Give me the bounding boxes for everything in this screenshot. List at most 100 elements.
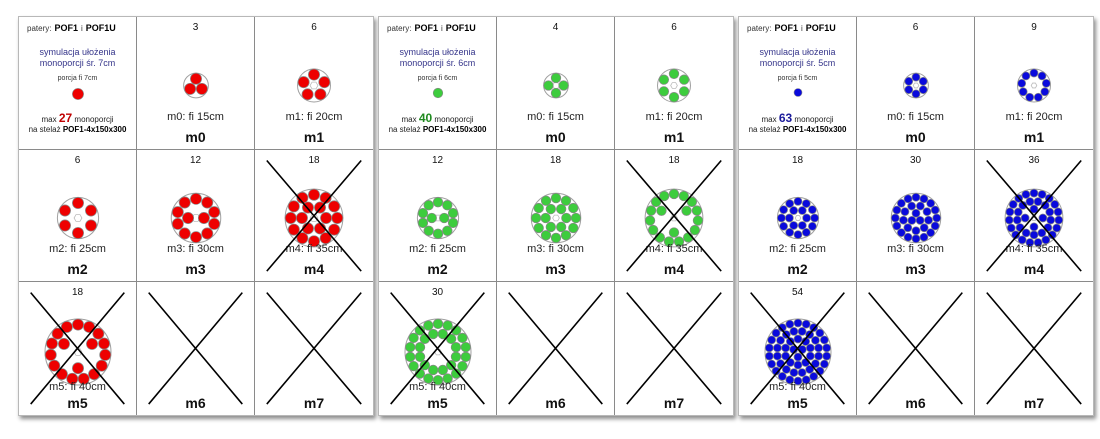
portion-circle bbox=[1050, 199, 1060, 209]
portion-circle bbox=[930, 221, 940, 230]
plate-pack bbox=[902, 72, 929, 98]
layout-code: m5 bbox=[787, 395, 808, 411]
portion-circle bbox=[432, 196, 443, 207]
portion-circle bbox=[896, 227, 906, 237]
layout-code: m6 bbox=[905, 395, 926, 411]
portion-circle bbox=[805, 351, 815, 361]
portion-circle bbox=[1029, 222, 1039, 231]
portion-circle bbox=[692, 215, 704, 226]
portion-circle bbox=[308, 234, 320, 247]
portion-circle bbox=[71, 318, 84, 331]
portion-circle bbox=[84, 219, 97, 232]
portion-circle bbox=[1052, 223, 1062, 232]
portion-circle bbox=[65, 373, 78, 386]
portion-circle bbox=[903, 84, 913, 94]
portion-circle bbox=[931, 213, 941, 223]
portion-circle bbox=[784, 375, 794, 385]
patery-label: patery: bbox=[27, 24, 52, 33]
portion-circle bbox=[318, 75, 331, 88]
portion-circle bbox=[903, 76, 913, 86]
portion-circle bbox=[207, 205, 220, 218]
portion-circle bbox=[540, 195, 551, 206]
plate-pack bbox=[657, 68, 691, 102]
portion-circle bbox=[542, 79, 554, 91]
portion-circle bbox=[550, 72, 561, 83]
portion-circle bbox=[678, 190, 689, 201]
portion-circle bbox=[423, 225, 434, 236]
portion-circle bbox=[178, 227, 191, 240]
portion-circle bbox=[295, 211, 308, 224]
portion-circle bbox=[414, 342, 425, 353]
portion-circle bbox=[793, 229, 802, 239]
portion-circle bbox=[447, 217, 458, 228]
portion-circle bbox=[781, 365, 791, 375]
max-line: max 40 monoporcji bbox=[379, 111, 496, 125]
cross-line bbox=[987, 160, 1081, 271]
portion-circle bbox=[82, 321, 95, 334]
portion-count: 6 bbox=[912, 22, 919, 33]
portion-circle bbox=[902, 223, 912, 232]
portion-circle bbox=[644, 215, 656, 226]
portion-count: 18 bbox=[668, 154, 680, 166]
portion-circle bbox=[456, 333, 468, 344]
layout-code: m2 bbox=[427, 261, 448, 278]
max-line: max 63 monoporcji bbox=[739, 111, 856, 125]
portion-circle bbox=[1013, 207, 1023, 217]
layout-code: m4 bbox=[303, 261, 325, 278]
portion-count: 6 bbox=[74, 154, 81, 166]
portion-circle bbox=[422, 373, 434, 384]
portion-circle bbox=[539, 212, 551, 223]
portion-sample bbox=[793, 88, 802, 97]
size-label: m2: fi 25cm bbox=[409, 243, 466, 256]
portion-circle bbox=[545, 203, 556, 214]
portion-circle bbox=[668, 226, 680, 238]
portion-circle bbox=[407, 333, 419, 344]
layout-cell-m7: m7 bbox=[255, 282, 373, 415]
cross-mark bbox=[497, 282, 614, 415]
portion-count: 18 bbox=[791, 154, 804, 166]
portion-sample bbox=[432, 87, 443, 99]
portion-circle bbox=[896, 198, 906, 208]
size-label: m0: fi 15cm bbox=[167, 110, 224, 123]
portion-circle bbox=[793, 352, 802, 362]
cross-mark bbox=[975, 150, 1093, 282]
portion-circle bbox=[550, 232, 561, 243]
portion-circle bbox=[1041, 78, 1051, 88]
portion-circle bbox=[71, 362, 84, 375]
portion-circle bbox=[1038, 213, 1048, 223]
cross-mark bbox=[739, 282, 856, 415]
portion-circle bbox=[98, 349, 111, 362]
patery-sep: i bbox=[440, 24, 443, 33]
portion-circle bbox=[441, 320, 453, 331]
portion-circle bbox=[95, 360, 108, 372]
simulation-line2: monoporcji śr. 7cm bbox=[39, 58, 116, 68]
portion-circle bbox=[1017, 78, 1027, 88]
cross-line bbox=[391, 293, 485, 404]
portion-circle bbox=[906, 201, 916, 211]
portion-circle bbox=[686, 196, 698, 207]
portion-circle bbox=[181, 211, 194, 224]
size-label: m1: fi 20cm bbox=[285, 110, 343, 123]
cross-mark bbox=[379, 282, 496, 415]
portion-circle bbox=[659, 190, 670, 201]
portion-circle bbox=[441, 199, 452, 211]
portion-circle bbox=[766, 335, 776, 345]
max-line: max 27 monoporcji bbox=[19, 111, 136, 125]
cross-line bbox=[509, 293, 603, 404]
portion-count: 30 bbox=[909, 154, 922, 166]
portion-circle bbox=[922, 206, 931, 216]
cross-mark bbox=[19, 282, 136, 415]
portion-circle bbox=[171, 205, 184, 218]
portion-circle bbox=[47, 360, 60, 372]
portion-circle bbox=[438, 212, 449, 223]
portion-circle bbox=[689, 224, 701, 235]
layout-code: m0 bbox=[545, 128, 566, 145]
rack-line: na stelaż POF1-4x150x300 bbox=[739, 125, 856, 134]
layout-code: m1 bbox=[663, 128, 685, 145]
cross-line bbox=[267, 293, 361, 404]
